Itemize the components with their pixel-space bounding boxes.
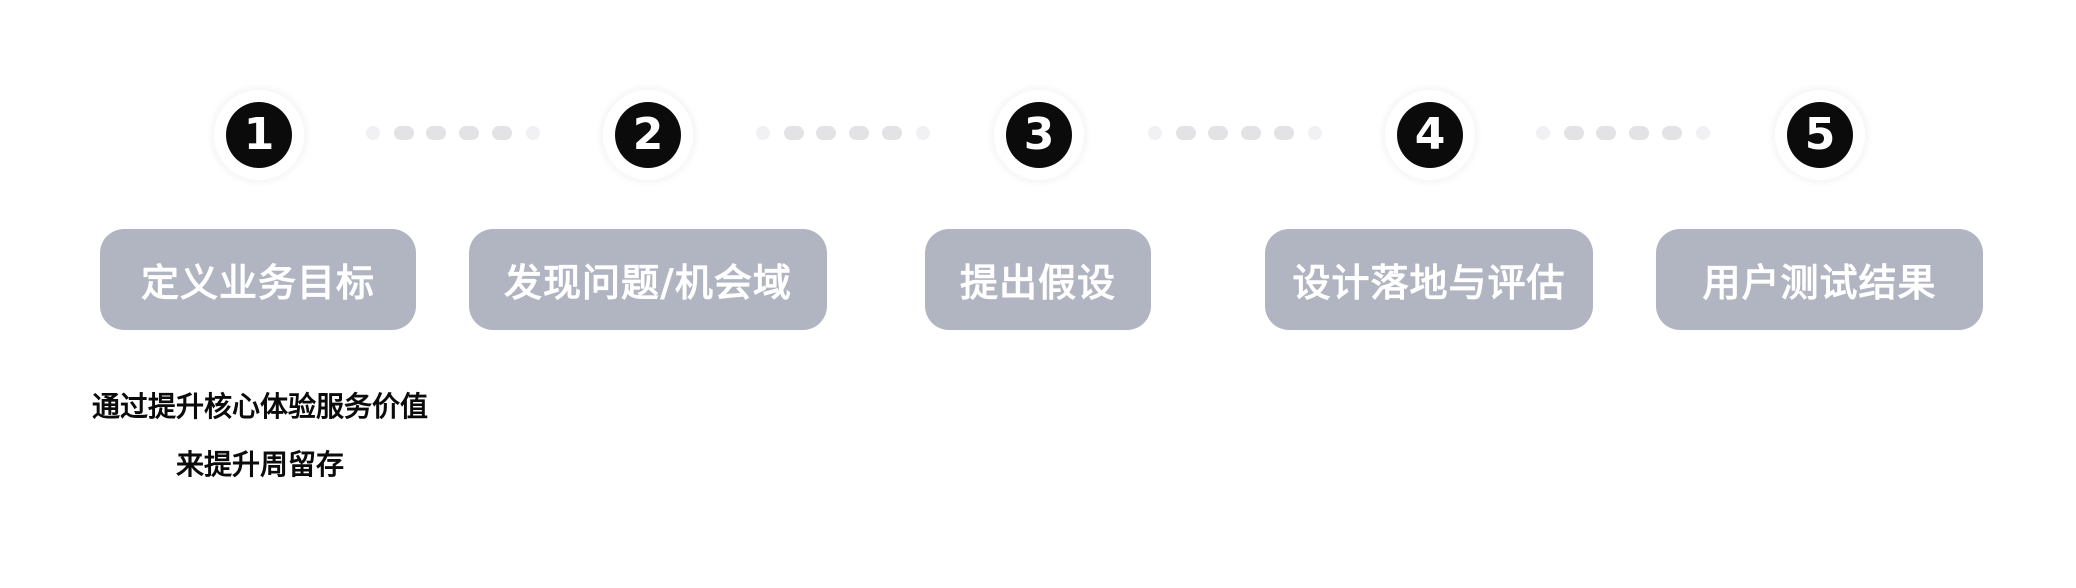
step-2-number: 2 — [615, 102, 681, 168]
description-line-2: 来提升周留存 — [175, 448, 344, 481]
step-4-number: 4 — [1397, 102, 1463, 168]
step-1-number: 1 — [226, 102, 292, 168]
step-4-label: 设计落地与评估 — [1265, 229, 1593, 330]
step-2-label: 发现问题/机会域 — [469, 229, 827, 330]
step-3-number: 3 — [1006, 102, 1072, 168]
connector-4-5 — [1536, 126, 1716, 140]
step-1-circle: 1 — [214, 90, 304, 180]
step-1-label: 定义业务目标 — [100, 229, 416, 330]
step-2-circle: 2 — [603, 90, 693, 180]
step-5-label: 用户测试结果 — [1656, 229, 1983, 330]
step-3-label: 提出假设 — [925, 229, 1151, 330]
description-line-1: 通过提升核心体验服务价值 — [91, 390, 428, 423]
step-1-description: 通过提升核心体验服务价值 来提升周留存 — [60, 378, 460, 494]
connector-1-2 — [366, 126, 546, 140]
step-5-number: 5 — [1787, 102, 1853, 168]
step-3-circle: 3 — [994, 90, 1084, 180]
step-5-circle: 5 — [1775, 90, 1865, 180]
step-4-circle: 4 — [1385, 90, 1475, 180]
connector-2-3 — [756, 126, 936, 140]
connector-3-4 — [1148, 126, 1328, 140]
